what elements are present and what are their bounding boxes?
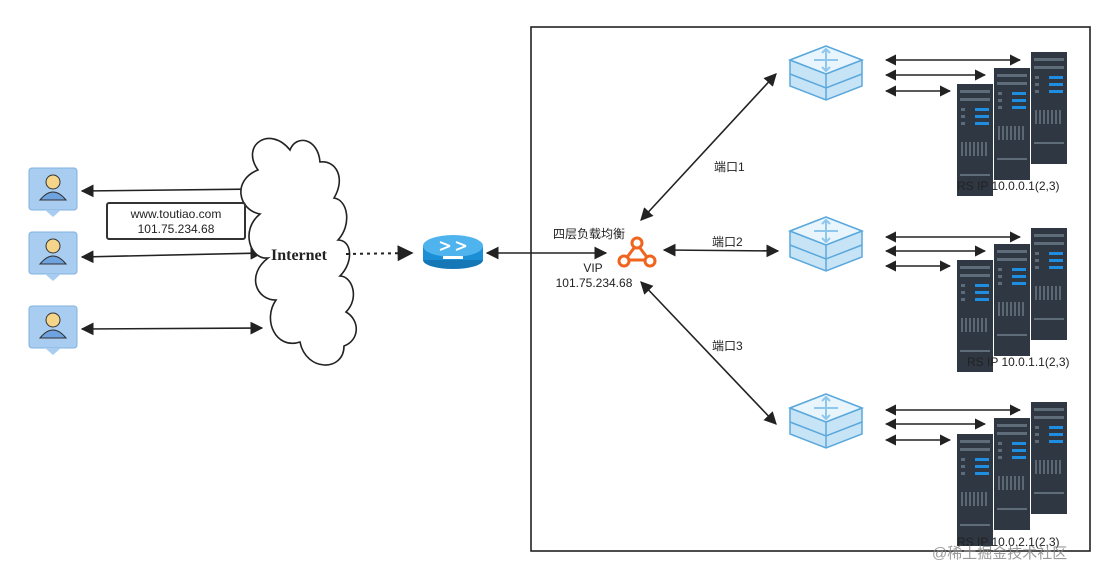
port-label-2: 端口2: [712, 235, 743, 249]
user-icon-2: [28, 231, 78, 282]
switch-icon-2: [789, 216, 863, 272]
rs-label-1: RS IP 10.0.0.1(2,3): [957, 179, 1060, 193]
port-label-1: 端口1: [714, 160, 745, 174]
internet-label: Internet: [271, 247, 327, 264]
switch-icon-1: [789, 45, 863, 101]
arrow-lb-switch-2: [662, 243, 780, 258]
lb-name: 四层负载均衡: [553, 227, 626, 241]
dns-ip: 101.75.234.68: [137, 222, 215, 236]
switch-icon-3: [789, 393, 863, 449]
lb-vip-ip: 101.75.234.68: [555, 276, 633, 290]
arrow-lb-switch-1: [640, 73, 777, 221]
dns-record-box: www.toutiao.com 101.75.234.68: [106, 202, 246, 240]
dns-domain: www.toutiao.com: [130, 207, 222, 221]
arrow-lb-switch-3: [640, 281, 777, 425]
arrow-user2-internet: [80, 246, 264, 264]
user-icon-3: [28, 305, 78, 356]
lb-vip-label: VIP: [583, 261, 603, 275]
server-rack-icon-2: [957, 228, 1067, 372]
datacenter-boundary: [530, 26, 1091, 552]
internet-router-link: [345, 245, 414, 262]
arrow-user1-internet: [80, 182, 264, 198]
rs-label-3: RS IP 10.0.2.1(2,3): [957, 535, 1060, 549]
watermark: @稀土掘金技术社区: [932, 545, 1068, 562]
arrow-user3-internet: [80, 321, 264, 336]
internet-cloud: [240, 137, 358, 366]
server-rack-icon-1: [957, 52, 1067, 196]
user-icon-1: [28, 167, 78, 218]
router-icon: [423, 235, 483, 269]
port-label-3: 端口3: [712, 339, 743, 353]
load-balancer-icon: [617, 236, 657, 268]
rs-label-2: RS IP 10.0.1.1(2,3): [967, 355, 1070, 369]
